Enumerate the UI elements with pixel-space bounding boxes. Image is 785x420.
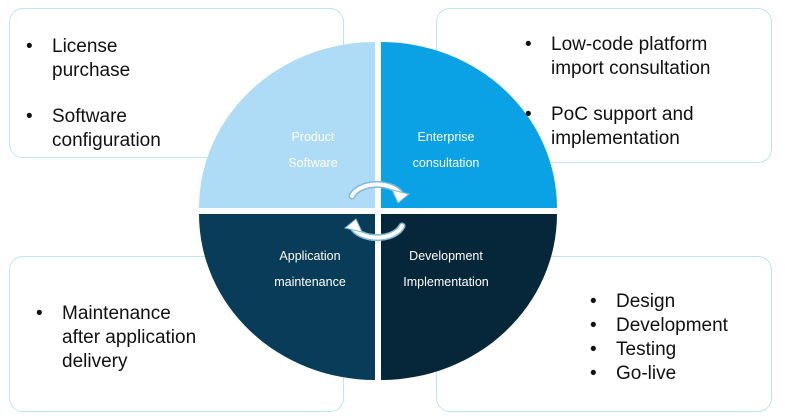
quadrant-top-left-line2: Software bbox=[288, 156, 337, 170]
bullet-item: Testing bbox=[588, 338, 728, 362]
bullet-item: Development bbox=[588, 314, 728, 338]
quadrant-top-right-line2: consultation bbox=[413, 156, 480, 170]
quadrant-bottom-left bbox=[199, 214, 375, 380]
quadrant-bottom-right bbox=[381, 214, 557, 380]
quadrant-top-left-line1: Product bbox=[291, 130, 335, 144]
quadrant-top-right bbox=[381, 42, 557, 208]
bullet-item: Design bbox=[588, 290, 728, 314]
quadrant-bottom-right-line2: Implementation bbox=[403, 275, 489, 289]
bullet-item: Go-live bbox=[588, 362, 728, 386]
cycle-arrows-icon bbox=[343, 180, 411, 242]
quadrant-bottom-left-line2: maintenance bbox=[274, 275, 346, 289]
quadrant-top-left bbox=[199, 42, 375, 208]
quadrant-bottom-left-line1: Application bbox=[279, 249, 340, 263]
quadrant-top-right-line1: Enterprise bbox=[418, 130, 475, 144]
quadrant-bottom-right-line1: Development bbox=[409, 249, 483, 263]
list-top-left: LicensepurchaseSoftwareconfiguration bbox=[24, 35, 161, 175]
list-bottom-right: DesignDevelopmentTestingGo-live bbox=[588, 290, 728, 386]
